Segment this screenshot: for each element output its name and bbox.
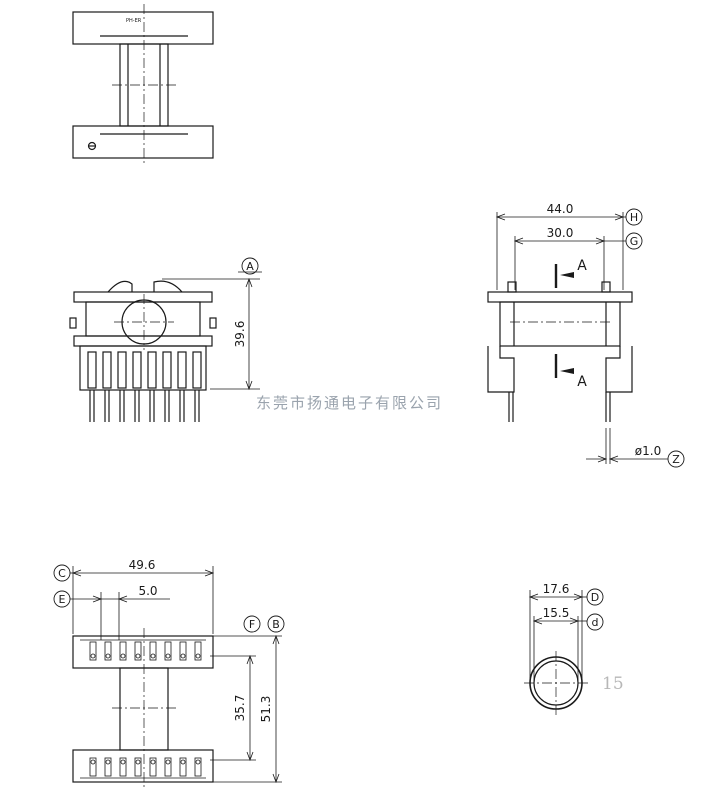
dim-inner-f: 35.7 [233,695,247,722]
front-view: A 39.6 [69,257,262,422]
callout-d-lower: d [592,616,599,629]
section-label-top: A [577,258,587,274]
section-label-bottom: A [577,374,587,390]
dim-width-g: 30.0 [547,226,574,240]
callout-d-upper: D [591,591,599,604]
dim-pitch-e: 5.0 [138,584,157,598]
pin-sockets-bottom [80,757,206,779]
pin-sockets-top [80,639,206,661]
callout-a: A [246,260,254,273]
dim-height-a: 39.6 [233,321,247,348]
dim-dia-d-outer: 17.6 [543,582,570,596]
company-watermark: 东莞市扬通电子有限公司 [256,394,444,412]
callout-z: Z [672,453,680,466]
dim-width-c: 49.6 [129,558,156,572]
side-view: A A 44.0 H 30.0 G ø1.0 Z [487,202,685,468]
callout-e: E [59,593,66,606]
dim-outer-b: 51.3 [259,696,273,723]
page-number: 15 [602,674,624,694]
dim-pin-dia: ø1.0 [635,444,661,458]
dim-dia-d-inner: 15.5 [543,606,570,620]
pin-row [87,351,202,422]
callout-c: C [58,567,66,580]
dim-width-h: 44.0 [547,202,574,216]
top-view-mark: PH-ER [126,18,142,24]
callout-h: H [630,211,638,224]
callout-g: G [630,235,639,248]
callout-b: B [272,618,280,631]
callout-f: F [249,618,255,631]
top-view: PH-ER [72,4,214,166]
bottom-view: 49.6 C 5.0 E 35.7 51.3 F B [53,558,285,790]
section-view: 17.6 D 15.5 d [524,582,604,715]
